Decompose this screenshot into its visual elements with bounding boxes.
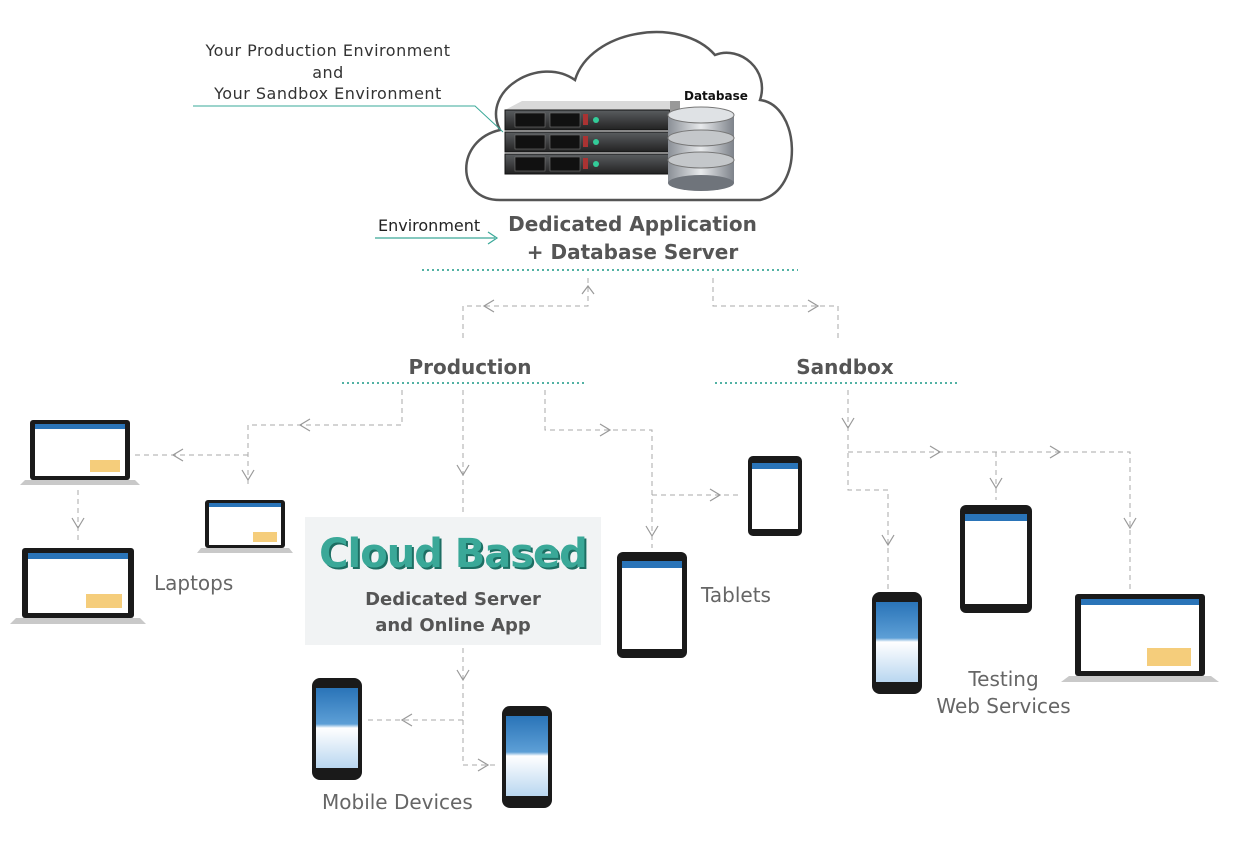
cloud-based-panel: Cloud Based Dedicated Server and Online … xyxy=(305,517,601,645)
laptops-label: Laptops xyxy=(154,571,234,595)
testing-label-line2: Web Services xyxy=(936,694,1071,718)
laptop-icon xyxy=(10,548,146,624)
production-label: Production xyxy=(408,355,532,379)
phone-icon xyxy=(502,706,552,808)
environment-note-line3: Your Sandbox Environment xyxy=(214,84,442,103)
tablet-icon xyxy=(748,456,802,536)
database-icon xyxy=(667,106,735,191)
tablet-icon xyxy=(617,552,687,658)
laptop-icon xyxy=(20,420,140,485)
sandbox-label: Sandbox xyxy=(796,355,894,379)
server-title-line1: Dedicated Application xyxy=(508,212,757,236)
cloud-based-subtitle-line2: and Online App xyxy=(375,615,531,636)
server-title-line2: + Database Server xyxy=(526,240,739,264)
laptop-icon xyxy=(1061,594,1219,682)
connector-lines xyxy=(77,278,1131,766)
environment-note-line1: Your Production Environment xyxy=(205,41,451,60)
laptop-icon xyxy=(197,500,293,553)
cloud-based-subtitle-line1: Dedicated Server xyxy=(365,589,541,610)
database-label: Database xyxy=(684,89,748,103)
phone-icon xyxy=(312,678,362,780)
phone-icon xyxy=(872,592,922,694)
cloud-based-title: Cloud Based xyxy=(319,531,588,577)
environment-note-line2: and xyxy=(312,63,344,82)
mobile-devices-label: Mobile Devices xyxy=(322,790,473,814)
tablets-label: Tablets xyxy=(701,583,771,607)
tablet-icon xyxy=(960,505,1032,613)
server-rack-icon xyxy=(504,101,680,175)
environment-label: Environment xyxy=(378,216,481,235)
testing-label-line1: Testing xyxy=(968,667,1039,691)
